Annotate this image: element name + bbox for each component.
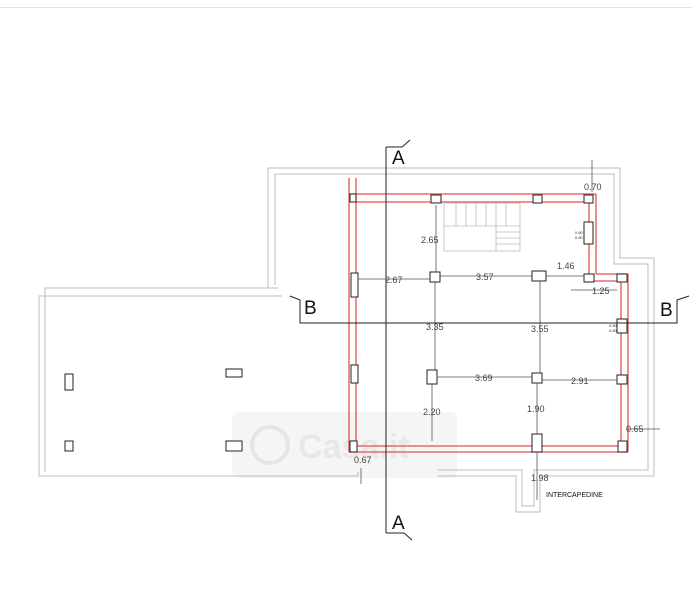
pillar bbox=[532, 194, 543, 204]
pillar bbox=[583, 273, 595, 283]
section-markers: A A B B bbox=[304, 148, 673, 534]
top-border-line bbox=[0, 7, 692, 8]
pillar bbox=[616, 374, 628, 385]
pillar bbox=[531, 270, 547, 282]
dim-label: 3.69 bbox=[475, 373, 493, 383]
pillar bbox=[225, 440, 243, 452]
left-wing-outline-inner bbox=[44, 287, 278, 472]
dim-label: 2.20 bbox=[423, 407, 441, 417]
pillar bbox=[64, 440, 74, 452]
dim-label-small: 0.80 bbox=[575, 235, 584, 240]
pillar bbox=[531, 433, 543, 453]
pillar bbox=[583, 221, 594, 245]
dim-label-small: 0.80 bbox=[609, 328, 618, 333]
section-a-top-label: A bbox=[392, 148, 405, 169]
dimension-lines bbox=[358, 160, 660, 500]
watermark-logo-icon bbox=[250, 425, 290, 465]
pillar bbox=[349, 193, 357, 203]
dim-label: 2.91 bbox=[571, 376, 589, 386]
dim-label: 2.65 bbox=[421, 235, 439, 245]
pillar bbox=[350, 272, 359, 298]
dim-label-small: 0.80 bbox=[609, 323, 618, 328]
pillar bbox=[430, 194, 442, 204]
dim-label: 0.67 bbox=[354, 455, 372, 465]
left-wing-outline-outer bbox=[38, 295, 359, 477]
upper-outline-inner bbox=[274, 173, 649, 507]
pillar bbox=[64, 373, 74, 391]
pillar bbox=[349, 440, 358, 453]
dim-label: 1.25 bbox=[592, 286, 610, 296]
pillar bbox=[426, 369, 438, 385]
watermark: Casa.it bbox=[232, 412, 457, 478]
dim-label: 0.70 bbox=[584, 182, 602, 192]
section-lines bbox=[289, 139, 690, 541]
dim-label: 2.67 bbox=[385, 275, 403, 285]
pillar bbox=[350, 364, 359, 384]
pillars bbox=[64, 193, 628, 453]
dim-label: 3.35 bbox=[426, 322, 444, 332]
dimension-labels: 0.70 2.65 2.67 3.57 1.46 1.25 3.35 3.55 … bbox=[354, 182, 644, 483]
pillar bbox=[617, 440, 628, 453]
dim-label: 3.55 bbox=[531, 324, 549, 334]
dim-label: 0.65 bbox=[626, 424, 644, 434]
dim-label: 1.98 bbox=[531, 473, 549, 483]
section-a-bottom-label: A bbox=[392, 513, 405, 534]
pillar bbox=[429, 271, 441, 283]
red-walls bbox=[348, 178, 629, 453]
upper-outline-outer bbox=[267, 167, 655, 513]
dim-label-small: 0.80 bbox=[575, 230, 584, 235]
pillar bbox=[616, 273, 628, 283]
pillar bbox=[531, 372, 543, 384]
section-b-left-label: B bbox=[304, 298, 317, 319]
section-b-right-label: B bbox=[660, 300, 673, 321]
dim-label: 3.57 bbox=[476, 272, 494, 282]
watermark-backdrop bbox=[232, 412, 457, 478]
outer-perimeter bbox=[38, 167, 655, 513]
pillar bbox=[583, 194, 594, 204]
dim-label: 1.46 bbox=[557, 261, 575, 271]
room-label-intercapedine: INTERCAPEDINE bbox=[546, 492, 603, 499]
pillar bbox=[225, 368, 243, 378]
pillar bbox=[616, 318, 628, 334]
staircase bbox=[443, 202, 521, 252]
dim-label: 1.90 bbox=[527, 404, 545, 414]
